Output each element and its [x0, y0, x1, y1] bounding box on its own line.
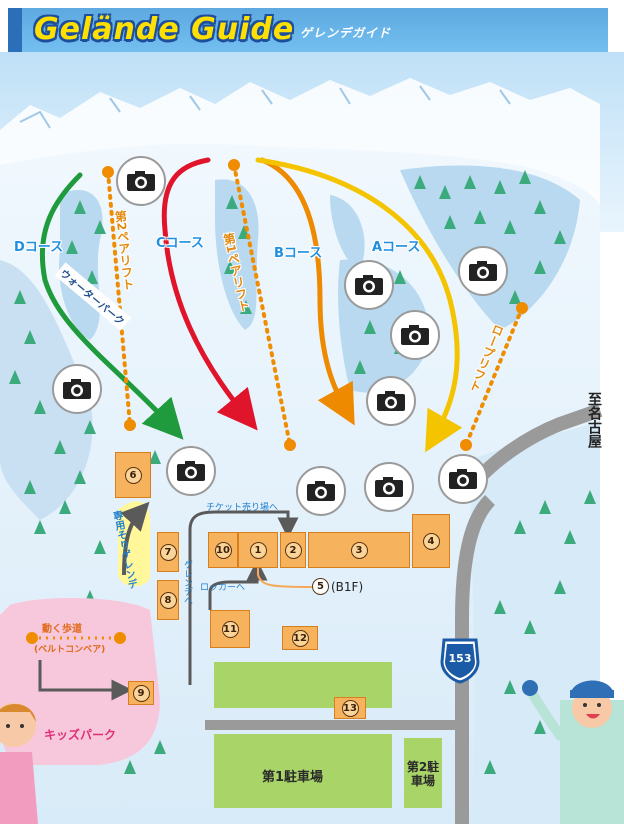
facility-number: 2: [284, 541, 302, 559]
course-b-path: [259, 157, 355, 426]
route-shield-icon: [440, 638, 480, 684]
camera-icon[interactable]: [458, 246, 508, 296]
facility-number: 6: [124, 466, 142, 484]
facility-9[interactable]: 9: [128, 681, 154, 705]
camera-icon[interactable]: [52, 364, 102, 414]
title-bar: [8, 8, 608, 52]
facility-7[interactable]: 7: [157, 532, 179, 572]
road-153: [455, 495, 496, 824]
facility-number: 12: [291, 629, 309, 647]
facility-number: 9: [132, 684, 150, 702]
camera-icon[interactable]: [296, 466, 346, 516]
camera-icon[interactable]: [116, 156, 166, 206]
facility-4[interactable]: 4: [412, 514, 450, 568]
course-c-label: Cコース: [156, 236, 204, 251]
facility-12[interactable]: 12: [282, 626, 318, 650]
course-a-path: [255, 157, 463, 453]
parking-1: [214, 734, 392, 808]
facility-number: 10: [214, 541, 232, 559]
facility-10[interactable]: 10: [208, 532, 238, 568]
course-c-path: [161, 157, 258, 431]
slope-sign: ゲレンデへ: [182, 560, 192, 605]
facility-8[interactable]: 8: [157, 580, 179, 620]
facility-13[interactable]: 13: [334, 697, 366, 719]
facility-3[interactable]: 3: [308, 532, 410, 568]
page-title: Gelände Guide: [34, 12, 295, 47]
facility-number: 7: [159, 543, 177, 561]
camera-icon[interactable]: [166, 446, 216, 496]
page-subtitle: ゲレンデガイド: [300, 26, 392, 40]
facility-number: 11: [221, 620, 239, 638]
route-number: 153: [448, 652, 472, 665]
camera-icon[interactable]: [364, 462, 414, 512]
facility-11[interactable]: 11: [210, 610, 250, 648]
snowboarder-icon: [522, 680, 624, 824]
b1f-label: (B1F): [331, 579, 364, 594]
map-drawing: [0, 52, 624, 824]
locker-sign: ロッカーへ: [200, 583, 246, 593]
facility-number: 4: [422, 532, 440, 550]
camera-icon[interactable]: [366, 376, 416, 426]
camera-icon[interactable]: [438, 454, 488, 504]
facility-5-label: 5 (B1F): [312, 578, 363, 595]
facility-1[interactable]: 1: [238, 532, 278, 568]
header: Gelände Guide ゲレンデガイド: [0, 0, 624, 52]
camera-icon[interactable]: [344, 260, 394, 310]
facility-2[interactable]: 2: [280, 532, 306, 568]
parking-1-label: 第1駐車場: [262, 770, 324, 785]
facility-number: 1: [249, 541, 267, 559]
facility-number: 5: [312, 578, 329, 595]
skier-icon: [0, 703, 38, 824]
lift-lines: [102, 159, 528, 451]
facility-number: 8: [159, 591, 177, 609]
camera-icon[interactable]: [390, 310, 440, 360]
title-accent: [8, 8, 22, 52]
moving-walkway-label: 動く歩道: [42, 624, 82, 635]
kids-park-label: キッズパーク: [44, 728, 117, 742]
facility-number: 3: [350, 541, 368, 559]
tree-icon: [9, 170, 596, 774]
moving-walkway-note: (ベルトコンベア): [34, 645, 106, 655]
parking-2: [404, 738, 442, 808]
course-b-label: Bコース: [274, 246, 323, 261]
facility-6[interactable]: 6: [115, 452, 151, 498]
parking-2-label: 第2駐車場: [406, 760, 440, 788]
to-nagoya-label: 至名古屋: [586, 392, 602, 448]
course-a-label: Aコース: [372, 240, 421, 255]
course-d-label: Dコース: [14, 240, 64, 255]
facility-number: 13: [341, 699, 359, 717]
ticket-sign: チケット売り場へ: [206, 503, 279, 513]
